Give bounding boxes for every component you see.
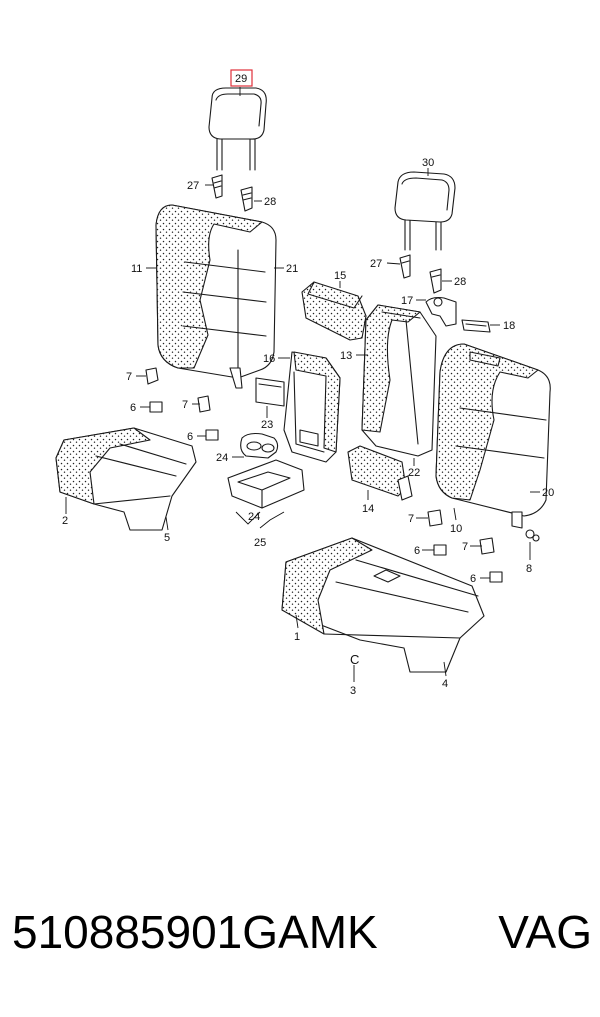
hinge-bracket: [425, 296, 457, 327]
cup-holder-insert: [240, 432, 279, 459]
callout-7b: 7: [182, 399, 188, 411]
callout-22: 22: [408, 467, 420, 479]
callout-3: 3: [350, 685, 356, 697]
backrest-center: [361, 304, 437, 457]
callout-17: 17: [401, 295, 413, 307]
callout-24a: 24: [216, 452, 228, 464]
callout-5: 5: [164, 532, 170, 544]
callout-labels: 29 30 27 28 27 28 11 21 15 17 18 13 16 7…: [62, 73, 554, 697]
callout-20: 20: [542, 487, 554, 499]
callout-27b: 27: [370, 258, 382, 270]
seat-cushion-right: [281, 537, 485, 673]
headrest-left: [208, 87, 267, 171]
brand-label: VAG: [498, 906, 592, 958]
headrest-guide-right: [399, 254, 411, 279]
callout-16: 16: [263, 353, 275, 365]
cover-plate: [255, 377, 285, 407]
callout-6d: 6: [470, 573, 476, 585]
callout-15: 15: [334, 270, 346, 282]
clip-6b: [205, 429, 219, 441]
callout-2: 2: [62, 515, 68, 527]
footer: 510885901GAMK VAG: [12, 905, 592, 975]
callout-14: 14: [362, 503, 374, 515]
callout-6a: 6: [130, 402, 136, 414]
backrest-left: [155, 204, 277, 389]
callout-6c: 6: [414, 545, 420, 557]
clip-6c: [433, 544, 447, 556]
callout-4: 4: [442, 678, 448, 690]
part-number: 510885901GAMK: [12, 906, 378, 958]
seat-cushion-left: [55, 427, 197, 531]
bracket-7d: [479, 537, 495, 555]
bracket-7a: [145, 367, 159, 385]
screw-8: [525, 529, 540, 542]
callout-10: 10: [450, 523, 462, 535]
leader-lines: [65, 87, 540, 682]
callout-24b: 24: [248, 511, 260, 523]
bracket-7c: [427, 509, 443, 527]
headrest-guide-left: [211, 174, 223, 199]
callout-7a: 7: [126, 371, 132, 383]
callout-28b: 28: [454, 276, 466, 288]
backrest-right: [435, 343, 551, 529]
seat-parts-diagram: 29 30 27 28 27 28 11 21 15 17 18 13 16 7…: [55, 69, 554, 697]
callout-30: 30: [422, 157, 434, 169]
headrest-right: [394, 171, 456, 251]
callout-23: 23: [261, 419, 273, 431]
callout-13: 13: [340, 350, 352, 362]
bracket-7b: [197, 395, 211, 413]
center-cushion-top: [301, 281, 367, 341]
clip-mark-c: C: [350, 652, 359, 667]
cup-holder-housing: [227, 459, 305, 509]
headrest-guide-locking-right: [429, 268, 442, 294]
callout-6b: 6: [187, 431, 193, 443]
clip-6a: [149, 401, 163, 413]
callout-27a: 27: [187, 180, 199, 192]
callout-29: 29: [235, 73, 247, 85]
highlight-box: [230, 69, 253, 87]
callout-28a: 28: [264, 196, 276, 208]
callout-7d: 7: [462, 541, 468, 553]
release-handle: [461, 319, 491, 333]
callout-18: 18: [503, 320, 515, 332]
center-seat-cushion: [347, 445, 413, 501]
callout-7c: 7: [408, 513, 414, 525]
clip-6d: [489, 571, 503, 583]
callout-1: 1: [294, 631, 300, 643]
callout-11: 11: [131, 263, 142, 275]
headrest-guide-locking-left: [240, 186, 253, 212]
callout-8: 8: [526, 563, 532, 575]
callout-21: 21: [286, 263, 298, 275]
armrest-frame: [283, 351, 341, 463]
callout-25: 25: [254, 537, 266, 549]
